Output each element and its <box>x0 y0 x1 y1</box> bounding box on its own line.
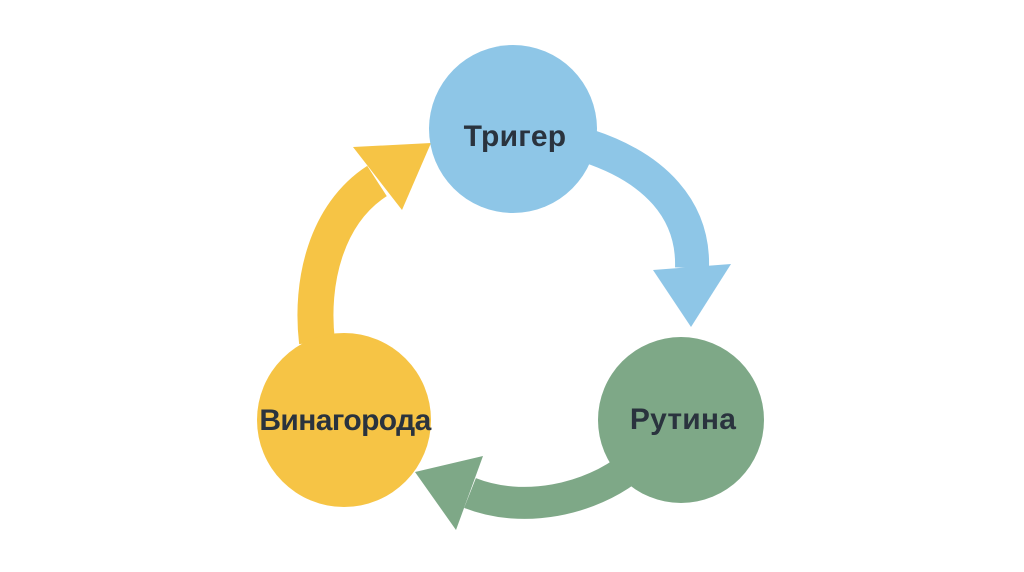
arrow-reward-to-trigger <box>297 143 431 345</box>
node-routine: Рутина <box>598 337 764 503</box>
node-reward-circle <box>257 333 431 507</box>
node-trigger-label: Тригер <box>464 120 567 153</box>
node-reward-label: Винагорода <box>259 404 431 437</box>
arrow-routine-to-reward-body <box>464 453 643 519</box>
arrow-trigger-to-routine-head <box>653 264 731 327</box>
arrow-reward-to-trigger-body <box>297 165 388 345</box>
node-reward: Винагорода <box>257 333 432 507</box>
arrow-reward-to-trigger-head <box>353 143 431 210</box>
arrow-trigger-to-routine-body <box>582 129 710 269</box>
node-routine-circle <box>598 337 764 503</box>
arrow-routine-to-reward-head <box>415 456 483 530</box>
node-routine-label: Рутина <box>630 403 736 436</box>
arrow-trigger-to-routine <box>582 129 731 327</box>
node-trigger: Тригер <box>429 45 597 213</box>
arrow-routine-to-reward <box>415 453 643 530</box>
node-trigger-circle <box>429 45 597 213</box>
